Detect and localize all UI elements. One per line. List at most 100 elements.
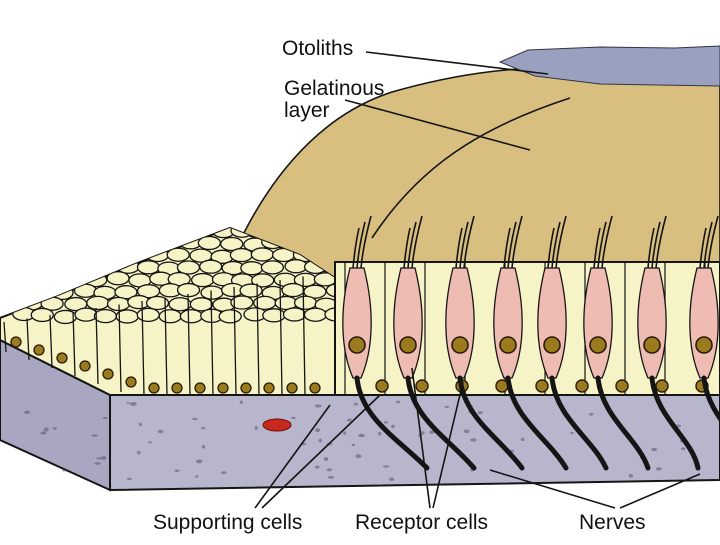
supporting-leader-1 bbox=[254, 404, 331, 509]
hair-bundle bbox=[407, 221, 417, 269]
surface-cell bbox=[51, 236, 75, 251]
surface-cell bbox=[136, 307, 160, 323]
supporting-cells-label: Supporting cells bbox=[153, 511, 303, 534]
surface-cell bbox=[21, 247, 46, 262]
hair-bundle bbox=[463, 215, 475, 269]
receptor-cell-nucleus bbox=[399, 336, 417, 354]
tissue-speck bbox=[95, 457, 103, 460]
hair-bundle bbox=[651, 221, 661, 269]
supporting-cell-nucleus bbox=[217, 382, 229, 394]
tissue-speck bbox=[353, 402, 358, 406]
support-cell-nucleus bbox=[615, 379, 629, 393]
surface-cell bbox=[53, 260, 78, 276]
tissue-speck bbox=[129, 402, 137, 406]
tissue-speck bbox=[314, 404, 322, 408]
gelatinous-inner-line bbox=[371, 97, 571, 239]
hair-bundle bbox=[503, 227, 511, 269]
cell-wall bbox=[210, 290, 214, 396]
tissue-speck bbox=[52, 427, 57, 430]
surface-cell bbox=[229, 247, 254, 263]
tissue-speck bbox=[157, 429, 164, 434]
otoliths bbox=[498, 45, 720, 87]
surface-cell bbox=[1, 271, 25, 287]
receptor-cell bbox=[393, 267, 423, 379]
blood-cell bbox=[262, 418, 292, 432]
surface-cell bbox=[134, 236, 158, 251]
supporting-cell-nucleus bbox=[309, 382, 321, 394]
supporting-cell-nucleus bbox=[263, 382, 275, 394]
leader-lines bbox=[254, 51, 701, 509]
support-cell-nucleus bbox=[415, 379, 429, 393]
hair-bundle bbox=[455, 227, 463, 269]
hair-bundle bbox=[352, 227, 360, 269]
supporting-leader-2 bbox=[261, 394, 381, 509]
tissue-speck bbox=[147, 441, 153, 444]
surface-cell bbox=[260, 260, 285, 275]
tissue-speck bbox=[383, 421, 388, 424]
receptor-cell bbox=[445, 267, 475, 379]
surface-cell bbox=[94, 259, 118, 274]
cell-wall bbox=[49, 314, 53, 369]
surface-cell bbox=[84, 228, 109, 239]
tissue-speck bbox=[477, 411, 483, 415]
surface-cell bbox=[189, 228, 213, 238]
surface-cell bbox=[284, 259, 308, 274]
tissue-speck bbox=[377, 431, 382, 436]
cell-wall bbox=[72, 311, 76, 377]
tissue-speck bbox=[347, 418, 352, 422]
tissue-speck bbox=[254, 426, 258, 430]
surface-cell bbox=[84, 247, 109, 262]
surface-cell bbox=[94, 236, 118, 252]
hair-bundle bbox=[356, 221, 366, 269]
cell-wall bbox=[233, 286, 237, 396]
surface-cell bbox=[262, 308, 286, 323]
tissue-speck bbox=[343, 431, 347, 435]
surface-cell bbox=[125, 228, 150, 240]
nerve-fiber bbox=[701, 375, 720, 423]
cell-wall bbox=[26, 318, 30, 361]
surface-cell bbox=[168, 228, 192, 240]
receptor-cell-nucleus bbox=[695, 336, 713, 354]
surface-cell bbox=[176, 260, 201, 275]
surface-cell bbox=[31, 235, 55, 251]
surface-cell bbox=[136, 260, 161, 275]
tissue-speck bbox=[382, 465, 390, 468]
tissue-speck bbox=[195, 475, 199, 478]
hair-bundle bbox=[507, 221, 517, 269]
hair-bundle bbox=[699, 227, 707, 269]
tissue-speck bbox=[91, 434, 98, 437]
nerve-fiber bbox=[405, 375, 477, 471]
tissue-speck bbox=[174, 469, 180, 472]
surface-cell bbox=[61, 273, 85, 288]
receptor-leader-2 bbox=[432, 381, 464, 509]
cell-wall bbox=[118, 304, 122, 393]
tissue-speck bbox=[655, 467, 662, 471]
surface-cell bbox=[31, 260, 55, 275]
supporting-cell-nucleus bbox=[10, 336, 22, 348]
surface-cell bbox=[106, 248, 130, 264]
surface-cell bbox=[303, 307, 328, 322]
nerves-leader-1 bbox=[489, 469, 616, 509]
connective-tissue-front bbox=[109, 394, 720, 492]
surface-cell bbox=[63, 228, 87, 239]
surface-cell bbox=[72, 261, 97, 276]
surface-cell bbox=[74, 307, 98, 322]
supporting-cell-nucleus bbox=[33, 344, 45, 356]
tissue-speck bbox=[201, 445, 206, 449]
support-cell-nucleus bbox=[375, 379, 389, 393]
supporting-cell-nucleus bbox=[171, 382, 183, 394]
tissue-speck bbox=[323, 457, 329, 462]
support-cell-nucleus bbox=[535, 379, 549, 393]
surface-cell bbox=[199, 259, 223, 274]
tissue-speck bbox=[102, 416, 108, 420]
nerve-fiber bbox=[649, 375, 701, 471]
tissue-speck bbox=[355, 454, 362, 459]
gelatinous-leader bbox=[344, 99, 531, 151]
hair-bundle bbox=[547, 227, 555, 269]
supporting-cell-nucleus bbox=[125, 376, 137, 388]
hair-bundle bbox=[647, 227, 655, 269]
tissue-speck bbox=[314, 465, 320, 469]
surface-cell bbox=[145, 295, 170, 311]
tissue-speck bbox=[191, 417, 198, 421]
